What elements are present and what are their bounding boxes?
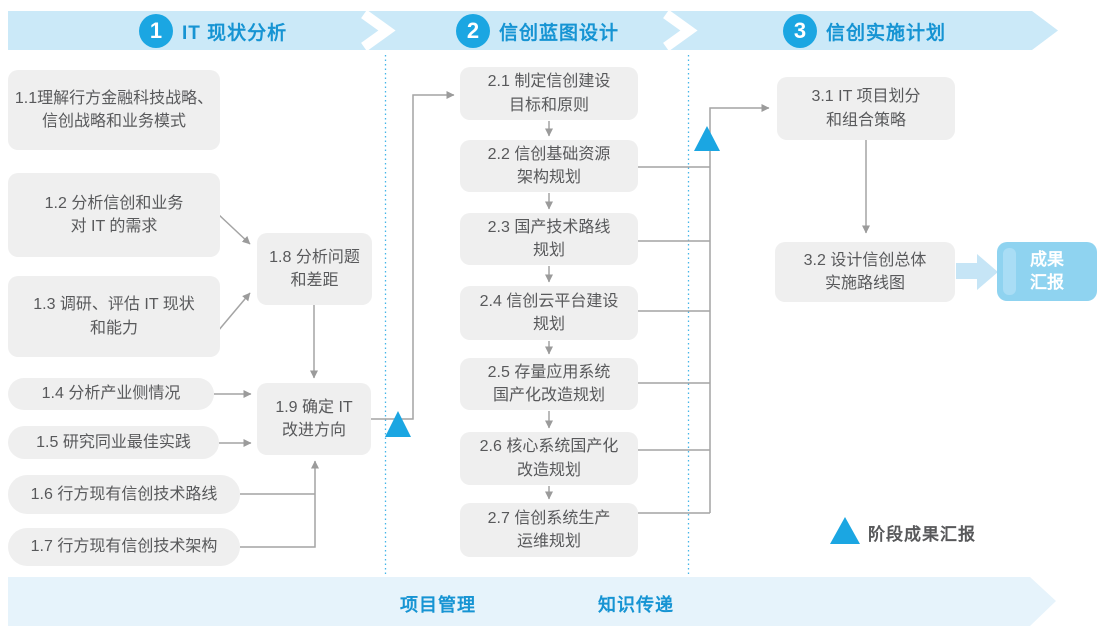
footer-band [8,577,1056,626]
task-box-1-3-label: 1.3 调研、评估 IT 现状 和能力 [33,296,195,337]
legend-triangle-icon [830,517,860,544]
task-box-2-5: 2.5 存量应用系统 国产化改造规划 [460,358,638,410]
chevron-separator-icon [663,9,698,52]
flow-arrow-icon [956,254,998,290]
phase-1-header: 1 IT 现状分析 [139,14,287,48]
milestone-triangle-icon [385,411,411,437]
task-box-1-2: 1.2 分析信创和业务 对 IT 的需求 [8,173,220,257]
phase-3-number-badge: 3 [783,14,817,48]
chevron-separator-icon [361,9,396,52]
task-box-2-3-label: 2.3 国产技术路线 规划 [487,218,611,259]
task-box-1-4-label: 1.4 分析产业侧情况 [41,385,181,403]
phase-3-title: 信创实施计划 [826,22,947,44]
task-box-3-2: 3.2 设计信创总体 实施路线图 [775,242,955,302]
phase-1-title: IT 现状分析 [182,22,288,44]
task-box-1-5-label: 1.5 研究同业最佳实践 [36,433,191,451]
task-box-1-6-label: 1.6 行方现有信创技术路线 [30,485,218,503]
task-box-1-1-label: 1.1理解行方金融科技战略、 信创战略和业务模式 [14,89,214,130]
task-box-3-1-label: 3.1 IT 项目划分 和组合策略 [811,88,921,129]
deliverable-box: 成果 汇报 [997,242,1097,301]
task-box-1-2-label: 1.2 分析信创和业务 对 IT 的需求 [44,194,184,235]
connector-lines [214,91,870,548]
task-box-2-7-label: 2.7 信创系统生产 运维规划 [487,509,611,550]
task-box-2-7: 2.7 信创系统生产 运维规划 [460,503,638,557]
task-box-2-1: 2.1 制定信创建设 目标和原则 [460,67,638,120]
task-box-2-4-label: 2.4 信创云平台建设 规划 [479,292,619,333]
task-box-1-8-label: 1.8 分析问题 和差距 [269,248,360,289]
milestone-triangle-icon [694,126,720,151]
task-box-2-1-label: 2.1 制定信创建设 目标和原则 [487,73,611,114]
task-box-1-1: 1.1理解行方金融科技战略、 信创战略和业务模式 [8,70,220,150]
task-box-1-3: 1.3 调研、评估 IT 现状 和能力 [8,276,220,357]
task-box-2-3: 2.3 国产技术路线 规划 [460,213,638,265]
task-box-1-6: 1.6 行方现有信创技术路线 [8,475,240,514]
deliverable-label: 成果 汇报 [1030,249,1064,292]
phase-1-number-badge: 1 [139,14,173,48]
phase-3-header: 3 信创实施计划 [783,14,946,48]
task-box-2-2: 2.2 信创基础资源 架构规划 [460,140,638,192]
task-box-1-9-label: 1.9 确定 IT 改进方向 [275,398,353,439]
footer-item-knowledge-transfer: 知识传递 [598,595,674,615]
task-box-1-7: 1.7 行方现有信创技术架构 [8,528,240,566]
task-box-2-4: 2.4 信创云平台建设 规划 [460,286,638,340]
task-box-3-2-label: 3.2 设计信创总体 实施路线图 [803,251,927,292]
task-box-2-2-label: 2.2 信创基础资源 架构规划 [487,145,611,186]
phase-2-title: 信创蓝图设计 [499,22,620,44]
task-box-1-9: 1.9 确定 IT 改进方向 [257,383,371,455]
phase-2-number-badge: 2 [456,14,490,48]
task-box-1-4: 1.4 分析产业侧情况 [8,378,214,410]
task-box-2-6-label: 2.6 核心系统国产化 改造规划 [479,438,619,479]
task-box-1-8: 1.8 分析问题 和差距 [257,233,372,305]
task-box-3-1: 3.1 IT 项目划分 和组合策略 [777,77,955,140]
phase-2-header: 2 信创蓝图设计 [456,14,619,48]
deliverable-accent-strip [1003,248,1016,295]
task-box-1-7-label: 1.7 行方现有信创技术架构 [30,538,218,556]
legend-milestone-label: 阶段成果汇报 [868,525,976,544]
footer-item-project-management: 项目管理 [400,595,476,615]
task-box-1-5: 1.5 研究同业最佳实践 [8,426,219,459]
task-box-2-5-label: 2.5 存量应用系统 国产化改造规划 [487,363,611,404]
task-box-2-6: 2.6 核心系统国产化 改造规划 [460,432,638,485]
